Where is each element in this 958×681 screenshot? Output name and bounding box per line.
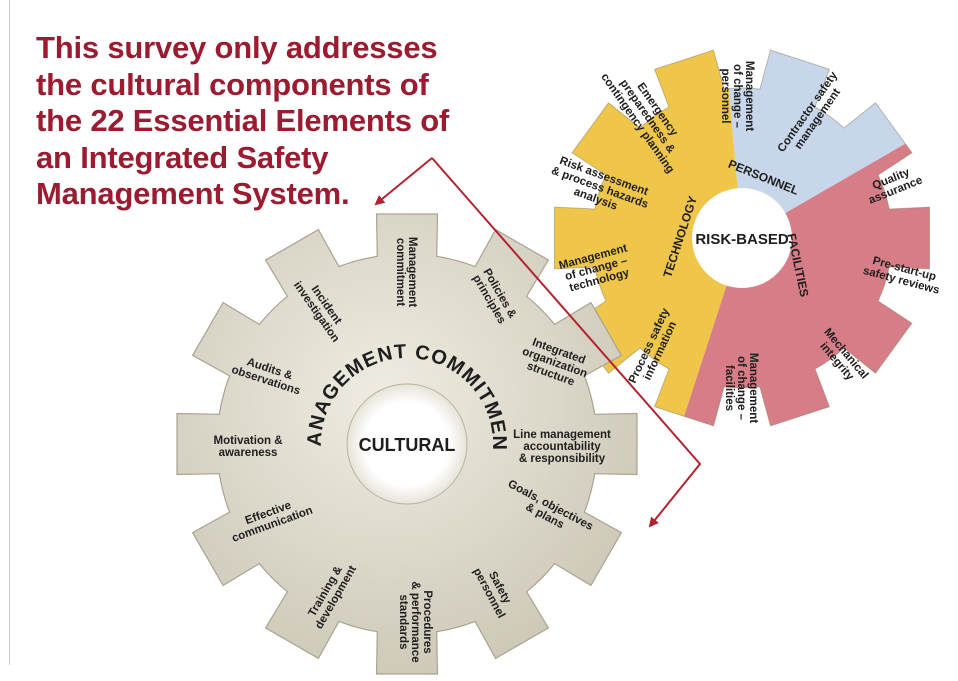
cultural-tooth-label: Procedures& performancestandards <box>397 581 433 662</box>
cultural-tooth-label: Managementcommitment <box>394 237 418 307</box>
risk-tooth-label: Managementof change –personnel <box>719 61 755 131</box>
risk-tooth-label-line: of change – <box>731 64 743 129</box>
headline-text: This survey only addresses the cultural … <box>36 30 476 213</box>
left-border-line <box>9 0 10 665</box>
headline-line: the cultural components of <box>36 66 429 102</box>
risk-tooth-label-line: personnel <box>719 69 731 124</box>
risk-gear-outline <box>554 49 930 427</box>
risk-tooth-label-line: facilities <box>723 365 735 411</box>
technology-sector <box>554 50 742 426</box>
cultural-gear: MANAGEMENT COMMITMENT CULTURAL Managemen… <box>0 0 638 675</box>
headline-line: an Integrated Safety <box>36 139 329 175</box>
headline-line: This survey only addresses <box>36 30 438 65</box>
risk-center-label: RISK-BASED <box>695 231 789 248</box>
cultural-tooth-label-line: commitment <box>394 238 406 307</box>
cultural-tooth-label-line: & performance <box>409 581 421 662</box>
risk-hub <box>692 188 792 288</box>
cultural-tooth-label: Motivation &awareness <box>214 435 283 459</box>
cultural-center-label: CULTURAL <box>359 435 456 455</box>
cultural-tooth-label-line: Procedures <box>421 590 433 653</box>
cultural-tooth-label-line: awareness <box>219 447 278 459</box>
arrow-to-cultural-elements <box>431 157 702 528</box>
arrow-to-cultural-gear <box>374 157 433 206</box>
risk-tooth-label-line: Management <box>747 353 759 423</box>
headline-line: the 22 Essential Elements of <box>36 103 450 138</box>
cultural-hub <box>346 383 468 505</box>
cultural-tooth-label-line: & responsibility <box>519 453 606 465</box>
risk-tooth-label-line: Management <box>743 61 755 131</box>
cultural-tooth-label-line: standards <box>397 595 409 650</box>
cultural-tooth-label-line: Motivation & <box>214 435 283 447</box>
cultural-tooth-label-line: Line management <box>513 429 611 441</box>
headline-line: Management System. <box>36 176 350 211</box>
cultural-tooth-label-line: accountability <box>523 441 601 453</box>
cultural-tooth-label-line: Management <box>406 237 418 307</box>
risk-tooth-label-line: of change – <box>735 356 747 421</box>
risk-tooth-label: Managementof change –facilities <box>723 353 759 423</box>
